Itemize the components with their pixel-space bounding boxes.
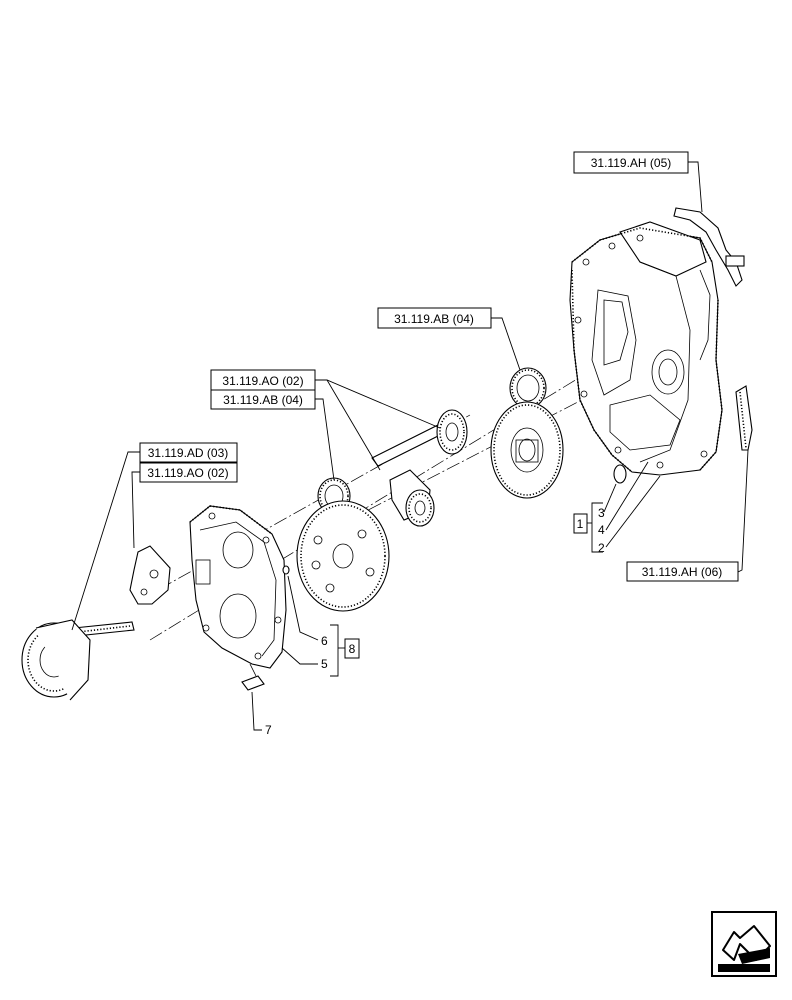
- ref-ad-03[interactable]: 31.119.AD (03): [148, 446, 229, 460]
- bracket-part[interactable]: [129, 545, 171, 605]
- ref-ab-04-upper[interactable]: 31.119.AB (04): [394, 312, 474, 326]
- ref-ao-02-lower[interactable]: 31.119.AO (02): [147, 466, 228, 480]
- ref-ah-05[interactable]: 31.119.AH (05): [591, 156, 672, 170]
- callout-3: 3: [598, 506, 605, 520]
- clutch-drum-shaft[interactable]: [21, 619, 135, 701]
- gear-large-right[interactable]: [490, 401, 564, 499]
- ref-ao-02-upper[interactable]: 31.119.AO (02): [222, 374, 303, 388]
- callout-1: 1: [577, 517, 584, 531]
- seal-ring-item-6[interactable]: [282, 565, 290, 575]
- callout-7: 7: [265, 723, 272, 737]
- callout-group-7: 7: [251, 691, 272, 737]
- back-arrow-icon[interactable]: [711, 911, 777, 977]
- callout-group-8: 8 6 5: [281, 575, 360, 677]
- callout-8: 8: [349, 642, 356, 656]
- ref-ab-04-lower[interactable]: 31.119.AB (04): [223, 393, 303, 407]
- callout-4: 4: [598, 523, 605, 537]
- harness-part-upper[interactable]: [673, 207, 745, 287]
- gear-large-center[interactable]: [296, 500, 390, 612]
- cover-plate[interactable]: [189, 505, 287, 669]
- shaft-gear-assembly[interactable]: [371, 409, 468, 527]
- callout-2: 2: [598, 541, 605, 555]
- plug-item-3[interactable]: [613, 464, 627, 484]
- callout-6: 6: [321, 634, 328, 648]
- harness-part-lower[interactable]: [735, 385, 753, 451]
- ref-ah-06[interactable]: 31.119.AH (06): [642, 565, 723, 579]
- bolt-item-7[interactable]: [241, 663, 265, 691]
- callout-group-1: 1 3 4 2: [573, 461, 661, 555]
- callout-5: 5: [321, 657, 328, 671]
- transmission-housing[interactable]: [569, 221, 723, 476]
- reference-labels: 31.119.AH (05) 31.119.AB (04) 31.119.AO …: [71, 151, 749, 631]
